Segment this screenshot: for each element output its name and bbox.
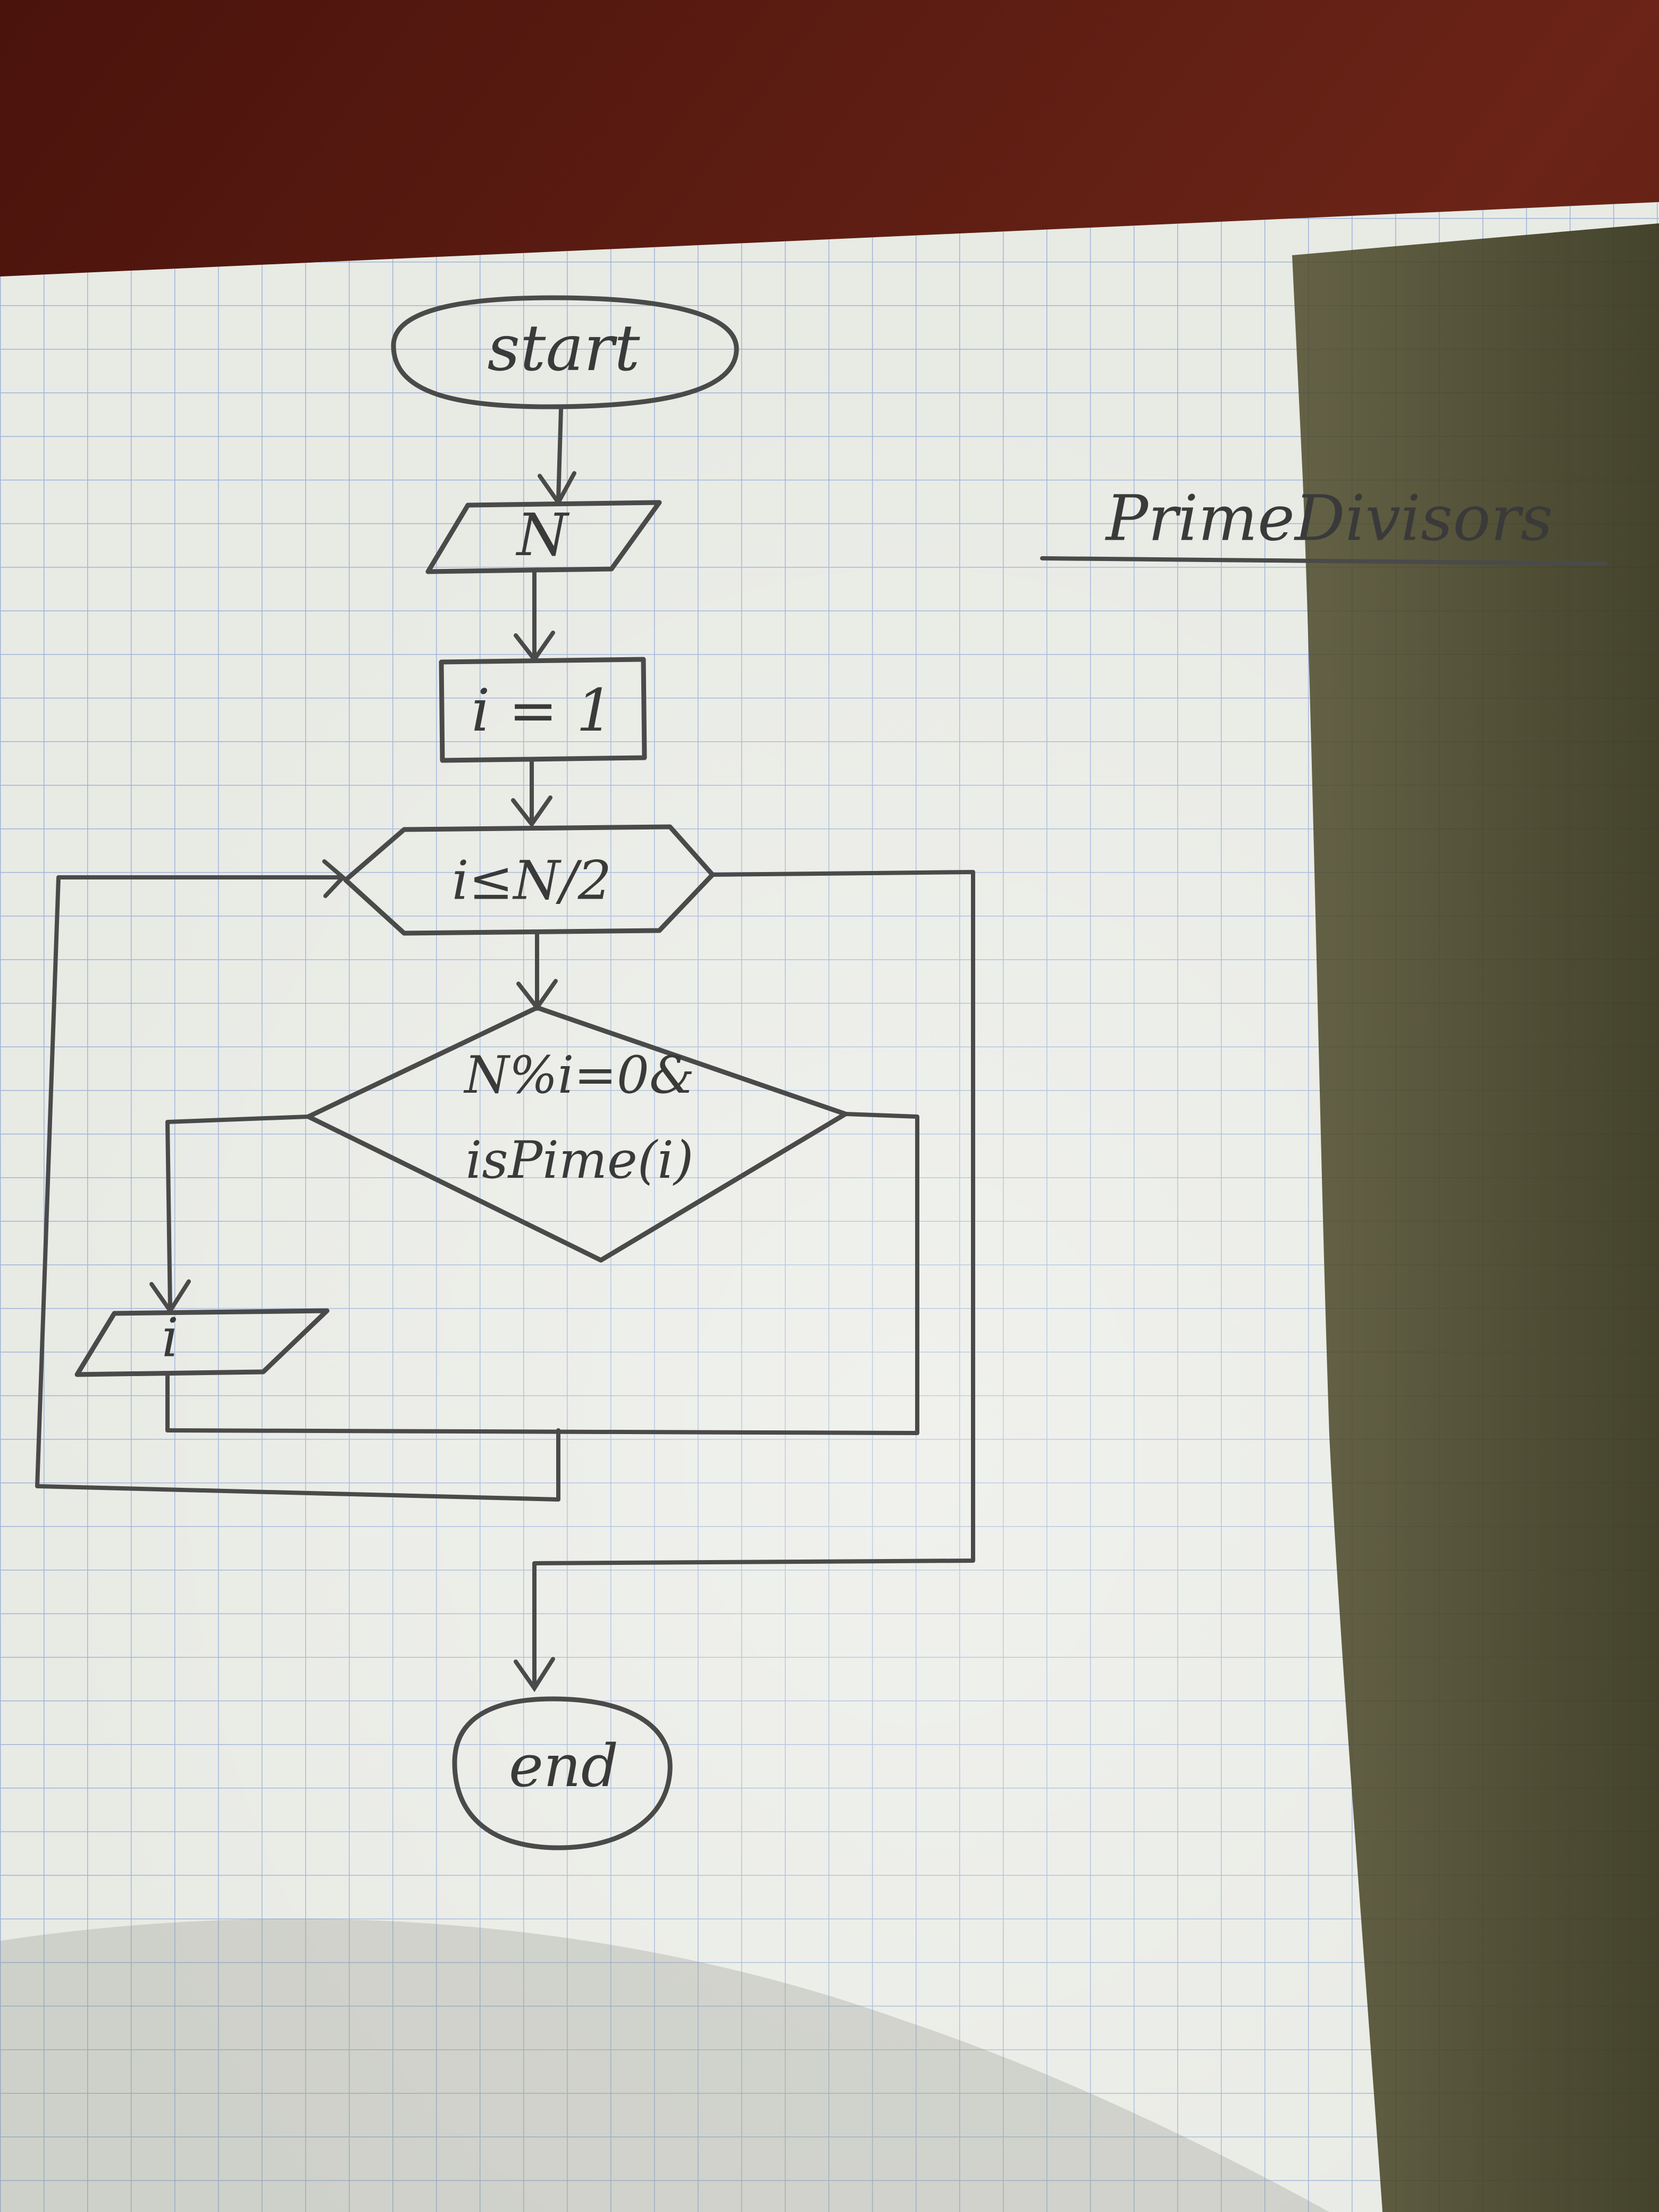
decision-label-line1: N%i=0& <box>464 1045 695 1105</box>
diagram-title: PrimeDivisors <box>1105 482 1553 555</box>
shadow-overlay <box>1292 223 1659 2212</box>
arrowhead <box>514 1657 555 1692</box>
loop-condition-node: i≤N/2 <box>343 824 715 936</box>
edge-decision-skip <box>165 1112 919 1435</box>
shadow-overlay-bottom <box>0 1918 1329 2212</box>
loop-condition-label: i≤N/2 <box>452 850 612 912</box>
input-n-label: N <box>515 501 570 569</box>
input-n-node: N <box>425 500 662 574</box>
arrowhead <box>511 795 552 828</box>
decision-label-line2: isPime(i) <box>466 1130 694 1190</box>
edge-loop-return <box>35 875 560 1502</box>
title-underline <box>1040 556 1608 566</box>
output-i-label: i <box>162 1307 179 1369</box>
end-node: end <box>452 1696 673 1850</box>
edge-start-input <box>556 407 563 502</box>
edge-loop-exit <box>532 870 975 1688</box>
start-label: start <box>488 312 641 386</box>
init-node: i = 1 <box>439 657 647 763</box>
decision-node: N%i=0& isPime(i) <box>306 1005 848 1263</box>
output-i-node: i <box>74 1307 330 1377</box>
init-label: i = 1 <box>471 676 613 744</box>
edge-decision-output <box>165 1115 311 1310</box>
end-label: end <box>509 1732 618 1800</box>
arrowhead <box>322 859 346 898</box>
paper-sheet <box>0 202 1659 2212</box>
start-node: start <box>391 295 739 409</box>
